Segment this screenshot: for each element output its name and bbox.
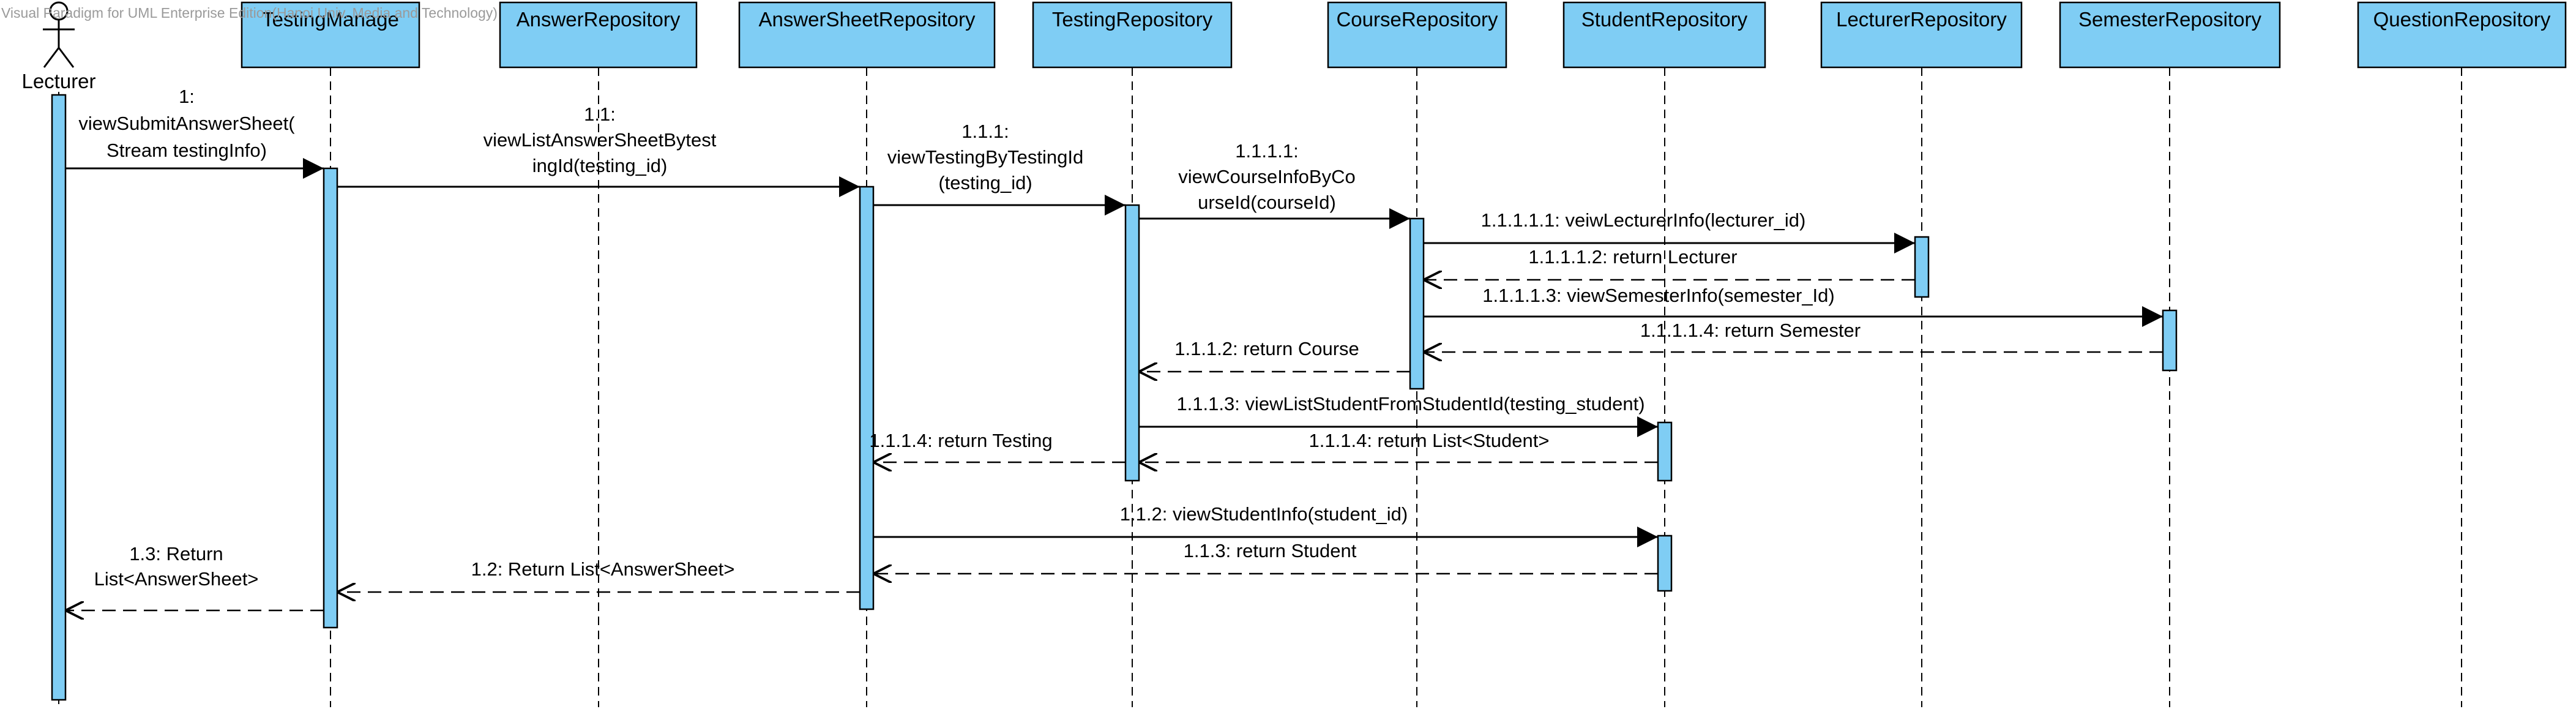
lifeline-label: StudentRepository xyxy=(1581,8,1748,31)
activation-bar-lecturerrepository xyxy=(1914,236,1930,298)
lifeline-box xyxy=(1820,1,2023,69)
lifeline-box xyxy=(2059,1,2281,69)
message-label: 1.1.1.1.1: veiwLecturerInfo(lecturer_id) xyxy=(1481,209,1806,231)
message-label: 1.1.1.1.4: return Semester xyxy=(1640,320,1861,341)
lifeline-label: TestingManage xyxy=(262,8,399,31)
message-label: 1.1.3: return Student xyxy=(1184,540,1357,561)
message-label: 1.1.1.4: return Testing xyxy=(869,430,1052,451)
message-m12: 1.1.1.4: return Testing xyxy=(869,430,1126,462)
message-m14: 1.1.3: return Student xyxy=(873,540,1658,574)
lifeline-label: CourseRepository xyxy=(1336,8,1498,31)
lifeline-head-courserepository: CourseRepository xyxy=(1327,1,1507,69)
message-label: ingId(testing_id) xyxy=(532,155,668,176)
activation-bar-semesterrepository xyxy=(2162,309,2178,372)
message-m15: 1.2: Return List<AnswerSheet> xyxy=(337,558,860,592)
actor-lecturer: Lecturer xyxy=(21,1,96,92)
lifeline-box xyxy=(1562,1,1766,69)
lifeline-head-answerrepository: AnswerRepository xyxy=(499,1,698,69)
message-label: 1.1.1.3: viewListStudentFromStudentId(te… xyxy=(1176,393,1645,415)
message-label: 1.3: Return xyxy=(129,543,223,565)
lifeline-label: LecturerRepository xyxy=(1836,8,2007,31)
message-m11: 1.1.1.4: return List<Student> xyxy=(1139,430,1658,462)
lifeline-head-questionrepository: QuestionRepository xyxy=(2357,1,2567,69)
message-label: List<AnswerSheet> xyxy=(94,568,259,590)
actor-label: Lecturer xyxy=(21,70,95,92)
lifeline-head-testingrepository: TestingRepository xyxy=(1032,1,1233,69)
message-label: 1.2: Return List<AnswerSheet> xyxy=(471,558,735,580)
activation-bar-studentrepository xyxy=(1657,421,1673,482)
message-m4: 1.1.1.1: viewCourseInfoByCo urseId(courseI… xyxy=(1139,140,1410,229)
message-label: viewTestingByTestingId xyxy=(887,146,1084,168)
message-m7: 1.1.1.1.3: viewSemesterInfo(semester_Id) xyxy=(1424,285,2163,327)
message-m10: 1.1.1.3: viewListStudentFromStudentId(te… xyxy=(1139,393,1658,437)
activation-bar-testingrepository xyxy=(1124,204,1140,482)
activation-bar-testingmanage xyxy=(323,167,338,629)
activation-bar-answersheetrepository xyxy=(859,186,875,610)
message-m3: 1.1.1: viewTestingByTestingId (testing_id) xyxy=(873,121,1126,216)
lifeline-head-lecturerrepository: LecturerRepository xyxy=(1820,1,2023,69)
message-label: (testing_id) xyxy=(938,172,1032,193)
message-label: urseId(courseId) xyxy=(1198,192,1336,213)
message-m1: 1: viewSubmitAnswerSheet( Stream testingIn… xyxy=(65,86,324,179)
message-m2: 1.1: viewListAnswerSheetBytest ingId(testi… xyxy=(337,103,860,197)
message-label: 1.1.1.1.3: viewSemesterInfo(semester_Id) xyxy=(1482,285,1834,306)
message-m8: 1.1.1.1.4: return Semester xyxy=(1424,320,2163,352)
lifeline-box xyxy=(241,1,420,69)
message-label: 1.1.2: viewStudentInfo(student_id) xyxy=(1120,503,1408,525)
lifeline-box xyxy=(499,1,698,69)
message-m6: 1.1.1.1.2: return Lecturer xyxy=(1424,246,1915,280)
lifeline-label: AnswerSheetRepository xyxy=(758,8,976,31)
activation-bar-studentrepository xyxy=(1657,535,1673,592)
lifeline-head-answersheetrepository: AnswerSheetRepository xyxy=(738,1,996,69)
lifeline-head-semesterrepository: SemesterRepository xyxy=(2059,1,2281,69)
message-m13: 1.1.2: viewStudentInfo(student_id) xyxy=(873,503,1658,547)
message-m5: 1.1.1.1.1: veiwLecturerInfo(lecturer_id) xyxy=(1424,209,1915,253)
lifeline-box xyxy=(1032,1,1233,69)
message-label: viewListAnswerSheetBytest xyxy=(483,129,717,151)
message-label: viewSubmitAnswerSheet( xyxy=(78,113,295,134)
message-label: 1.1.1.2: return Course xyxy=(1174,338,1359,359)
lifeline-label: SemesterRepository xyxy=(2078,8,2261,31)
activation-bar-courserepository xyxy=(1409,217,1425,390)
message-label: 1.1.1.4: return List<Student> xyxy=(1309,430,1550,451)
message-label: 1.1: xyxy=(584,103,616,125)
message-label: 1.1.1.1.2: return Lecturer xyxy=(1528,246,1737,268)
message-label: 1: xyxy=(179,86,195,107)
message-label: Stream testingInfo) xyxy=(106,140,267,161)
message-label: viewCourseInfoByCo xyxy=(1178,166,1355,187)
message-label: 1.1.1.1: xyxy=(1235,140,1298,162)
message-m9: 1.1.1.2: return Course xyxy=(1139,338,1410,372)
lifeline-box xyxy=(1327,1,1507,69)
lifeline-box xyxy=(2357,1,2567,69)
stick-figure-actor-icon xyxy=(43,1,75,68)
message-label: 1.1.1: xyxy=(961,121,1009,142)
watermark-text: Visual Paradigm for UML Enterprise Editi… xyxy=(1,5,498,21)
lifeline-label: TestingRepository xyxy=(1052,8,1213,31)
lifeline-box xyxy=(738,1,996,69)
lifeline-label: AnswerRepository xyxy=(517,8,681,31)
activation-bar-lecturer xyxy=(51,94,67,701)
lifeline-label: QuestionRepository xyxy=(2373,8,2551,31)
lifeline-head-studentrepository: StudentRepository xyxy=(1562,1,1766,69)
lifeline-head-testingmanage: TestingManage xyxy=(241,1,420,69)
